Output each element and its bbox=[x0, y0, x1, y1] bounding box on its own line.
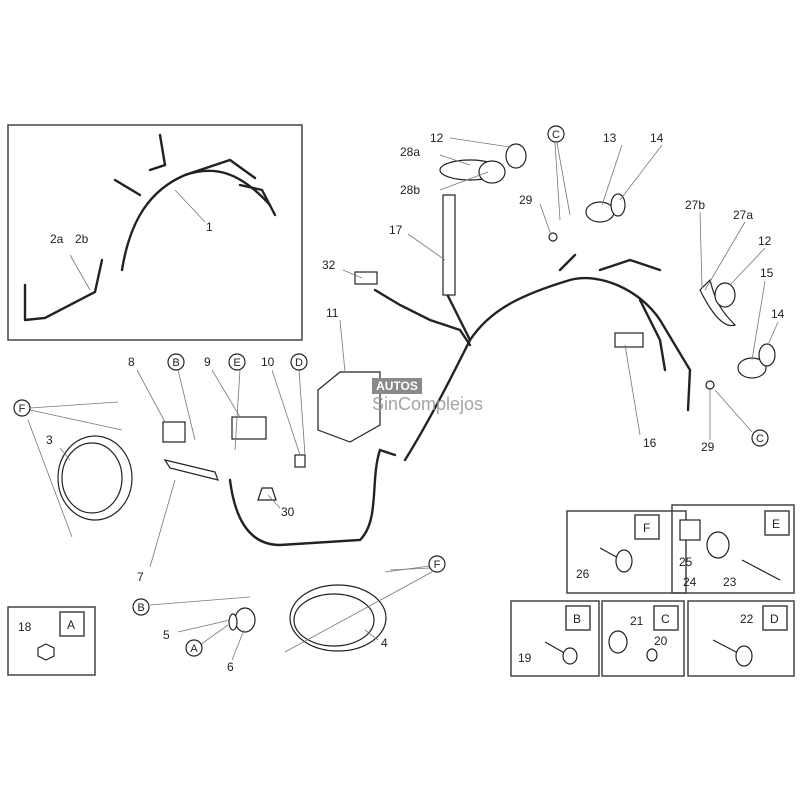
callout-3: 3 bbox=[46, 433, 53, 447]
callout-12: 12 bbox=[758, 234, 772, 248]
nut-29-top bbox=[548, 232, 558, 242]
callout-15: 15 bbox=[760, 266, 774, 280]
callout-28b: 28b bbox=[400, 183, 420, 197]
watermark-text: SinComplejos bbox=[372, 394, 484, 414]
seal-14-right bbox=[758, 343, 776, 367]
bracket-7 bbox=[163, 459, 219, 481]
switch-16 bbox=[614, 332, 644, 348]
seal-5 bbox=[228, 613, 238, 631]
svg-text:26: 26 bbox=[576, 567, 590, 581]
svg-text:B: B bbox=[573, 612, 581, 626]
ref-c: C bbox=[756, 433, 764, 445]
connector-32 bbox=[354, 271, 378, 285]
svg-text:20: 20 bbox=[654, 634, 668, 648]
part-10 bbox=[294, 454, 306, 468]
nut-18 bbox=[37, 643, 55, 661]
spacer-24 bbox=[706, 531, 730, 559]
ref-e: E bbox=[233, 357, 240, 369]
svg-text:E: E bbox=[772, 517, 780, 531]
bolt-22 bbox=[735, 645, 753, 667]
grommet-30 bbox=[257, 487, 277, 501]
callout-27a: 27a bbox=[733, 208, 753, 222]
callout-17: 17 bbox=[389, 223, 403, 237]
watermark-badge: AUTOS bbox=[372, 378, 422, 394]
callout-7: 7 bbox=[137, 570, 144, 584]
relay-8 bbox=[162, 421, 186, 443]
detail-box-e: E 25 24 23 bbox=[671, 504, 795, 594]
harness-tube-17 bbox=[442, 194, 456, 296]
socket-6 bbox=[234, 607, 256, 633]
callout-2a: 2a bbox=[50, 232, 64, 246]
callout-labels: 1 2a 2b 12 28a 28b 13 14 29 17 27b 27a 1… bbox=[46, 131, 785, 674]
svg-text:22: 22 bbox=[740, 612, 754, 626]
callout-9: 9 bbox=[204, 355, 211, 369]
bulb-12-right bbox=[714, 282, 736, 308]
nut-29-right bbox=[705, 380, 715, 390]
svg-text:23: 23 bbox=[723, 575, 737, 589]
svg-text:19: 19 bbox=[518, 651, 532, 665]
svg-text:A: A bbox=[67, 618, 75, 632]
ref-f: F bbox=[434, 559, 441, 571]
svg-text:21: 21 bbox=[630, 614, 644, 628]
detail-box-b: B 19 bbox=[510, 600, 600, 677]
svg-text:24: 24 bbox=[683, 575, 697, 589]
ref-f: F bbox=[19, 403, 26, 415]
socket-13 bbox=[585, 201, 615, 223]
battery-11 bbox=[317, 371, 381, 443]
callout-12: 12 bbox=[430, 131, 444, 145]
callout-14: 14 bbox=[771, 307, 785, 321]
detail-box-f: F 26 bbox=[566, 510, 687, 594]
callout-32: 32 bbox=[322, 258, 336, 272]
clip-25 bbox=[679, 519, 701, 541]
svg-text:F: F bbox=[643, 521, 650, 535]
bolt-19 bbox=[562, 647, 578, 665]
callout-28a: 28a bbox=[400, 145, 420, 159]
leader-lines bbox=[27, 137, 779, 661]
callout-5: 5 bbox=[163, 628, 170, 642]
callout-29: 29 bbox=[701, 440, 715, 454]
ref-d: D bbox=[295, 357, 303, 369]
svg-text:C: C bbox=[661, 612, 670, 626]
callout-10: 10 bbox=[261, 355, 275, 369]
callout-29: 29 bbox=[519, 193, 533, 207]
ref-c: C bbox=[552, 129, 560, 141]
callout-4: 4 bbox=[381, 636, 388, 650]
ref-b: B bbox=[172, 357, 179, 369]
detail-box-a: A 18 bbox=[7, 606, 96, 676]
bolt-26 bbox=[615, 549, 633, 573]
bolt-23 bbox=[741, 559, 781, 581]
svg-text:25: 25 bbox=[679, 555, 693, 569]
callout-6: 6 bbox=[227, 660, 234, 674]
callout-27b: 27b bbox=[685, 198, 705, 212]
callout-2b: 2b bbox=[75, 232, 89, 246]
callout-1: 1 bbox=[206, 220, 213, 234]
callout-13: 13 bbox=[603, 131, 617, 145]
harness-inset-box bbox=[7, 124, 303, 341]
bulb-12-top bbox=[505, 143, 527, 169]
module-9 bbox=[231, 416, 267, 440]
svg-text:18: 18 bbox=[18, 620, 32, 634]
washer-21 bbox=[608, 630, 628, 654]
main-harness-inset bbox=[23, 133, 277, 322]
callout-30: 30 bbox=[281, 505, 295, 519]
svg-text:D: D bbox=[770, 612, 779, 626]
callout-11: 11 bbox=[326, 306, 339, 320]
ref-b: B bbox=[137, 602, 144, 614]
ref-a: A bbox=[190, 643, 198, 655]
screw-20 bbox=[646, 648, 658, 662]
detail-box-d: D 22 bbox=[687, 600, 795, 677]
reference-circles: C B E D F C F B A bbox=[13, 125, 769, 657]
callout-14: 14 bbox=[650, 131, 664, 145]
callout-16: 16 bbox=[643, 436, 657, 450]
seal-14-top bbox=[610, 193, 626, 217]
callout-8: 8 bbox=[128, 355, 135, 369]
detail-box-c: C 21 20 bbox=[601, 600, 685, 677]
lamp-28b bbox=[478, 160, 506, 184]
